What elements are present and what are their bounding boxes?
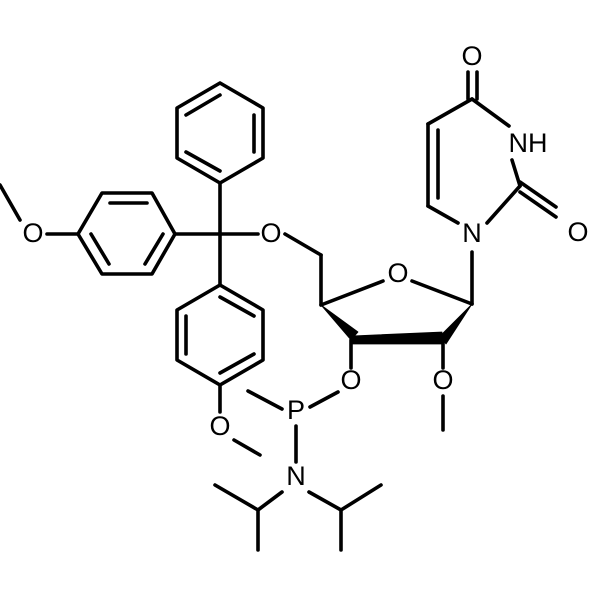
- atom-o-c2: O: [567, 217, 588, 247]
- bond-o3prime-p: [308, 390, 340, 409]
- bond-ch-left-me1: [213, 483, 260, 512]
- atom-n-amine: N: [286, 461, 306, 491]
- atom-label-o: O: [22, 218, 43, 248]
- bond-c3prime-c2prime-wedge: [350, 331, 443, 345]
- atom-o-methoxy-bottom: O: [209, 411, 230, 441]
- atom-o-ring: O: [387, 258, 408, 288]
- phenyl-double-1: [184, 93, 222, 117]
- anisyl-bottom-ring: [175, 283, 265, 387]
- bond-c2-o-a: [518, 180, 558, 209]
- atom-n1: N: [462, 218, 482, 248]
- bond-c2-o-b: [518, 190, 558, 219]
- atom-label-nh: NH: [509, 128, 548, 158]
- bond-c5prime-o5prime: [283, 232, 323, 257]
- bond-n-ch-left: [256, 490, 284, 512]
- bond-ch-right-me1: [339, 483, 383, 512]
- bond-c1prime-c2prime-wedge: [439, 303, 473, 345]
- phenyl-double-3: [184, 150, 222, 173]
- atom-label-o: O: [461, 41, 482, 71]
- bond-c4-n3: [470, 97, 511, 128]
- atom-label-n: N: [286, 461, 306, 491]
- bond-o-methyl-left: [0, 183, 22, 222]
- atom-o-c4: O: [461, 41, 482, 71]
- anisyl-left-double-2: [143, 232, 165, 266]
- anisyl-bottom-double-1: [218, 295, 256, 318]
- atom-label-o: O: [387, 258, 408, 288]
- atom-label-o: O: [432, 365, 453, 395]
- bond-n-ch-right: [307, 490, 343, 512]
- bond-c4-c5: [426, 97, 474, 126]
- bond-c2-n1: [485, 184, 522, 225]
- bond-p-methyl: [246, 389, 284, 411]
- atom-label-o: O: [567, 217, 588, 247]
- atom-p: P: [287, 395, 305, 425]
- anisyl-bottom-double-2: [218, 352, 256, 375]
- atom-o3prime: O: [340, 365, 361, 395]
- phenyl-ring: [175, 81, 265, 185]
- atom-o2prime: O: [432, 365, 453, 395]
- atom-o5prime: O: [260, 218, 281, 248]
- bond-c1prime-oring: [410, 279, 474, 306]
- atom-label-p: P: [287, 395, 305, 425]
- atom-label-o: O: [340, 365, 361, 395]
- atom-label-n: N: [462, 218, 482, 248]
- bond-oring-c4prime: [319, 279, 385, 307]
- atom-nh: NH: [509, 128, 548, 158]
- atom-label-o: O: [209, 411, 230, 441]
- bond-o-methyl-bottom: [232, 438, 262, 457]
- anisyl-left-double-3: [89, 232, 111, 266]
- bond-n1-c6: [426, 204, 460, 225]
- atom-o-methoxy-left: O: [22, 218, 43, 248]
- bond-c4prime-c3prime-wedge: [320, 304, 359, 341]
- atom-label-o: O: [260, 218, 281, 248]
